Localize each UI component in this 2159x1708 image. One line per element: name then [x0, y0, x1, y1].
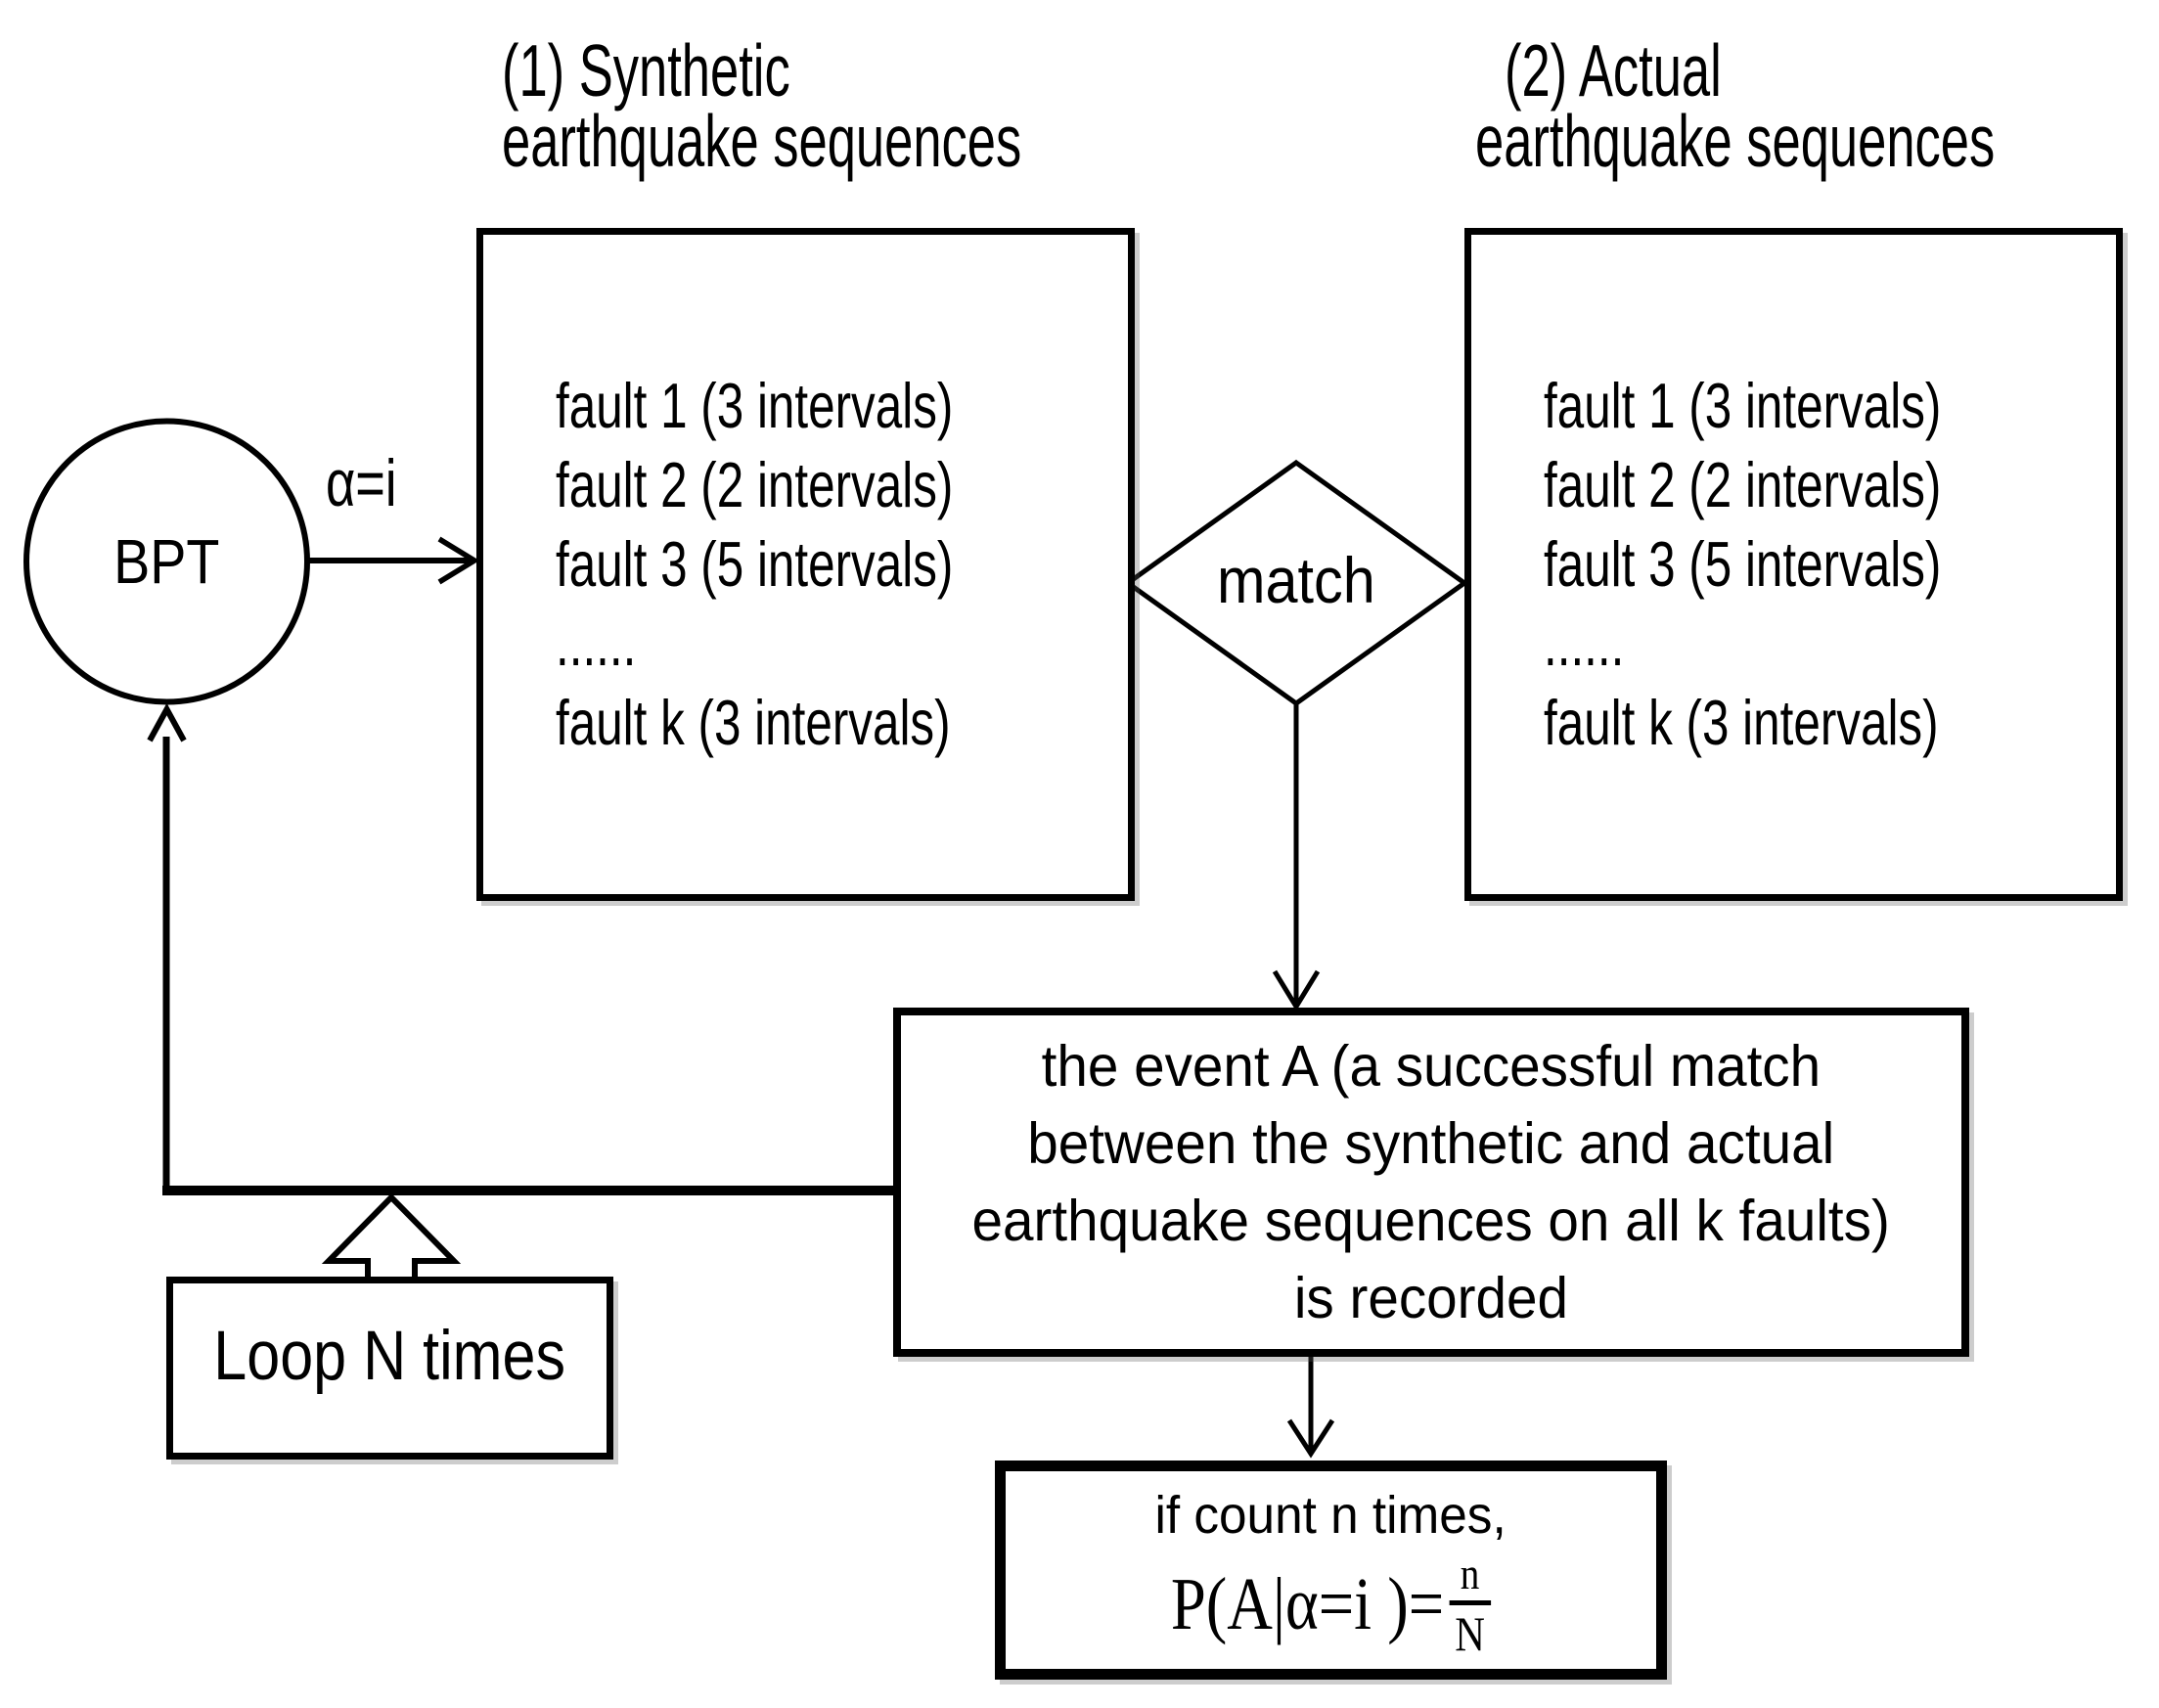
- event-text-line: between the synthetic and actual: [1027, 1111, 1835, 1176]
- fault-line: fault k (3 intervals): [1544, 687, 1939, 758]
- synthetic-sequences-label: (1) Synthetic earthquake sequences: [502, 29, 1244, 182]
- event-box-text: the event A (a successful match between …: [901, 1028, 1961, 1337]
- actual-label-line2: earthquake sequences: [1475, 100, 1996, 182]
- fault-line: fault 3 (5 intervals): [556, 528, 954, 600]
- fault-line: ......: [556, 607, 637, 679]
- loop-box: Loop N times: [166, 1277, 613, 1460]
- formula-prefix: P(A|α=i )=: [1171, 1562, 1445, 1645]
- event-text-line: is recorded: [1293, 1266, 1569, 1330]
- loop-box-label: Loop N times: [213, 1318, 566, 1395]
- fraction-numerator: n: [1460, 1548, 1480, 1598]
- arrowhead-match-to-event: [1272, 969, 1321, 1011]
- fault-line: fault 2 (2 intervals): [1544, 449, 1942, 520]
- probability-formula: P(A|α=i )= n N: [1171, 1551, 1491, 1658]
- result-box: if count n times, P(A|α=i )= n N: [995, 1461, 1667, 1680]
- arrowhead-event-to-result: [1286, 1418, 1335, 1459]
- alpha-equals-i-label: α=i: [326, 446, 397, 520]
- actual-label-line1: (2) Actual: [1505, 29, 1722, 112]
- arrowhead-bpt-to-synthetic: [437, 536, 480, 585]
- fault-line: fault 3 (5 intervals): [1544, 528, 1942, 600]
- synthetic-fault-list: fault 1 (3 intervals) fault 2 (2 interva…: [556, 366, 1079, 762]
- fraction-denominator: N: [1455, 1605, 1486, 1661]
- loop-block-arrow: [321, 1192, 462, 1283]
- feedback-line-horizontal: [162, 1186, 893, 1195]
- formula-fraction: n N: [1449, 1551, 1491, 1658]
- fault-line: ......: [1544, 607, 1625, 679]
- actual-fault-list: fault 1 (3 intervals) fault 2 (2 interva…: [1544, 366, 2067, 762]
- event-text-line: the event A (a successful match: [1041, 1034, 1822, 1099]
- bpt-label: BPT: [113, 526, 220, 597]
- match-label: match: [1217, 544, 1375, 616]
- event-box: the event A (a successful match between …: [893, 1008, 1969, 1357]
- result-condition: if count n times,: [1154, 1486, 1507, 1545]
- fault-line: fault 1 (3 intervals): [1544, 370, 1942, 441]
- fault-line: fault 1 (3 intervals): [556, 370, 954, 441]
- event-text-line: earthquake sequences on all k faults): [971, 1189, 1891, 1253]
- synthetic-label-line1: (1) Synthetic: [502, 29, 790, 112]
- synthetic-label-line2: earthquake sequences: [502, 100, 1022, 182]
- result-formula: P(A|α=i )= n N: [1006, 1544, 1656, 1665]
- arrowhead-feedback-to-bpt: [147, 702, 187, 742]
- actual-sequences-label: (2) Actual earthquake sequences: [1475, 29, 2159, 182]
- actual-box: fault 1 (3 intervals) fault 2 (2 interva…: [1464, 228, 2123, 901]
- synthetic-box: fault 1 (3 intervals) fault 2 (2 interva…: [476, 228, 1135, 901]
- fraction-bar: [1449, 1599, 1491, 1605]
- fault-line: fault k (3 intervals): [556, 687, 951, 758]
- fault-line: fault 2 (2 intervals): [556, 449, 954, 520]
